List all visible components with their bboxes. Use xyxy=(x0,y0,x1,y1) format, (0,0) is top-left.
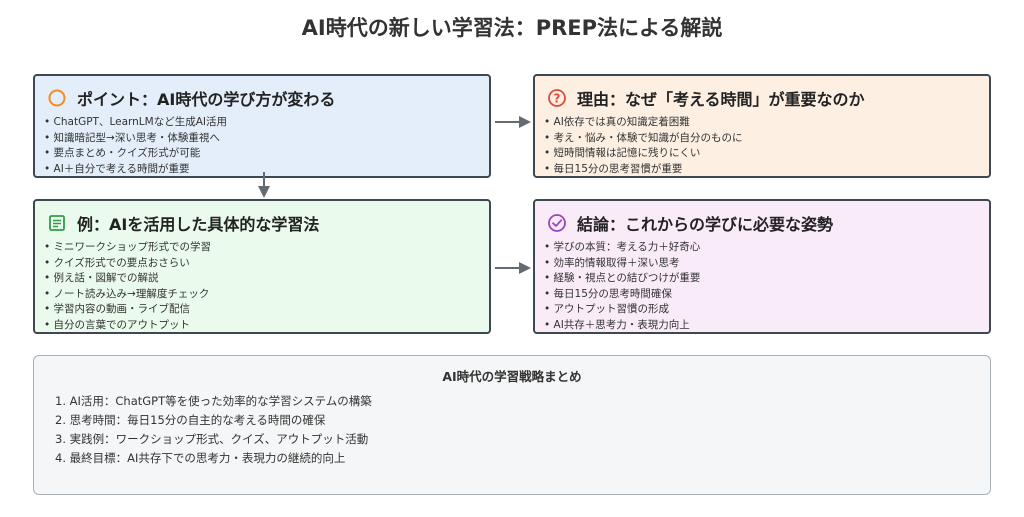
example-list: ミニワークショップ形式での学習 クイズ形式での要点おさらい 例え話・図解での解説… xyxy=(44,240,481,333)
conclusion-header: 結論：これからの学びに必要な姿勢 xyxy=(547,211,979,235)
list-item: ミニワークショップ形式での学習 xyxy=(44,240,481,256)
list-item: 学びの本質：考える力＋好奇心 xyxy=(544,240,981,256)
page-title: AI時代の新しい学習法：PREP法による解説 xyxy=(301,16,723,40)
summary-box: AI時代の学習戦略まとめ 1. AI活用：ChatGPT等を使った効率的な学習シ… xyxy=(33,355,991,495)
list-item: AI＋自分で考える時間が重要 xyxy=(44,162,481,178)
list-item: 要点まとめ・クイズ形式が可能 xyxy=(44,146,481,162)
conclusion-heading: 結論：これからの学びに必要な姿勢 xyxy=(577,215,834,234)
conclusion-box: 結論：これからの学びに必要な姿勢 学びの本質：考える力＋好奇心 効率的情報取得＋… xyxy=(533,199,991,334)
point-heading: ポイント：AI時代の学び方が変わる xyxy=(77,90,336,109)
question-icon: ? xyxy=(548,89,566,107)
document-icon xyxy=(49,215,65,231)
point-list: ChatGPT、LearnLMなど生成AI活用 知識暗記型→深い思考・体験重視へ… xyxy=(44,115,481,177)
list-item: 学習内容の動画・ライブ配信 xyxy=(44,302,481,318)
svg-text:?: ? xyxy=(554,92,561,106)
arrow-example-to-conclusion xyxy=(495,262,531,274)
example-header: 例：AIを活用した具体的な学習法 xyxy=(47,211,479,235)
list-item: 短時間情報は記憶に残りにくい xyxy=(544,146,981,162)
list-item: アウトプット習慣の形成 xyxy=(544,302,981,318)
point-header: ポイント：AI時代の学び方が変わる xyxy=(47,86,479,110)
list-item: 4. 最終目標：AI共存下での思考力・表現力の継続的向上 xyxy=(55,451,346,465)
list-item: 2. 思考時間：毎日15分の自主的な考える時間の確保 xyxy=(55,413,326,427)
reason-list: AI依存では真の知識定着困難 考え・悩み・体験で知識が自分のものに 短時間情報は… xyxy=(544,115,981,177)
arrow-point-to-example xyxy=(258,172,270,198)
example-box: 例：AIを活用した具体的な学習法 ミニワークショップ形式での学習 クイズ形式での… xyxy=(33,199,491,334)
conclusion-list: 学びの本質：考える力＋好奇心 効率的情報取得＋深い思考 経験・視点との結びつけが… xyxy=(544,240,981,333)
reason-header: ? 理由：なぜ「考える時間」が重要なのか xyxy=(547,86,979,110)
example-heading: 例：AIを活用した具体的な学習法 xyxy=(77,215,320,234)
arrow-point-to-reason xyxy=(495,116,531,128)
list-item: 例え話・図解での解説 xyxy=(44,271,481,287)
check-circle-icon xyxy=(548,214,566,232)
list-item: 考え・悩み・体験で知識が自分のものに xyxy=(544,131,981,147)
list-item: 効率的情報取得＋深い思考 xyxy=(544,256,981,272)
list-item: クイズ形式での要点おさらい xyxy=(44,256,481,272)
list-item: 3. 実践例：ワークショップ形式、クイズ、アウトプット活動 xyxy=(55,432,369,446)
reason-box: ? 理由：なぜ「考える時間」が重要なのか AI依存では真の知識定着困難 考え・悩… xyxy=(533,74,991,178)
list-item: AI共存＋思考力・表現力向上 xyxy=(544,318,981,334)
list-item: 知識暗記型→深い思考・体験重視へ xyxy=(44,131,481,147)
circle-icon xyxy=(48,89,66,107)
list-item: 自分の言葉でのアウトプット xyxy=(44,318,481,334)
list-item: ノート読み込み→理解度チェック xyxy=(44,287,481,303)
list-item: 毎日15分の思考時間確保 xyxy=(544,287,981,303)
list-item: 1. AI活用：ChatGPT等を使った効率的な学習システムの構築 xyxy=(55,394,372,408)
summary-list: 1. AI活用：ChatGPT等を使った効率的な学習システムの構築 2. 思考時… xyxy=(55,392,372,468)
summary-title: AI時代の学習戦略まとめ xyxy=(442,369,582,384)
list-item: AI依存では真の知識定着困難 xyxy=(544,115,981,131)
list-item: ChatGPT、LearnLMなど生成AI活用 xyxy=(44,115,481,131)
list-item: 毎日15分の思考習慣が重要 xyxy=(544,162,981,178)
list-item: 経験・視点との結びつけが重要 xyxy=(544,271,981,287)
point-box: ポイント：AI時代の学び方が変わる ChatGPT、LearnLMなど生成AI活… xyxy=(33,74,491,178)
reason-heading: 理由：なぜ「考える時間」が重要なのか xyxy=(577,90,865,109)
